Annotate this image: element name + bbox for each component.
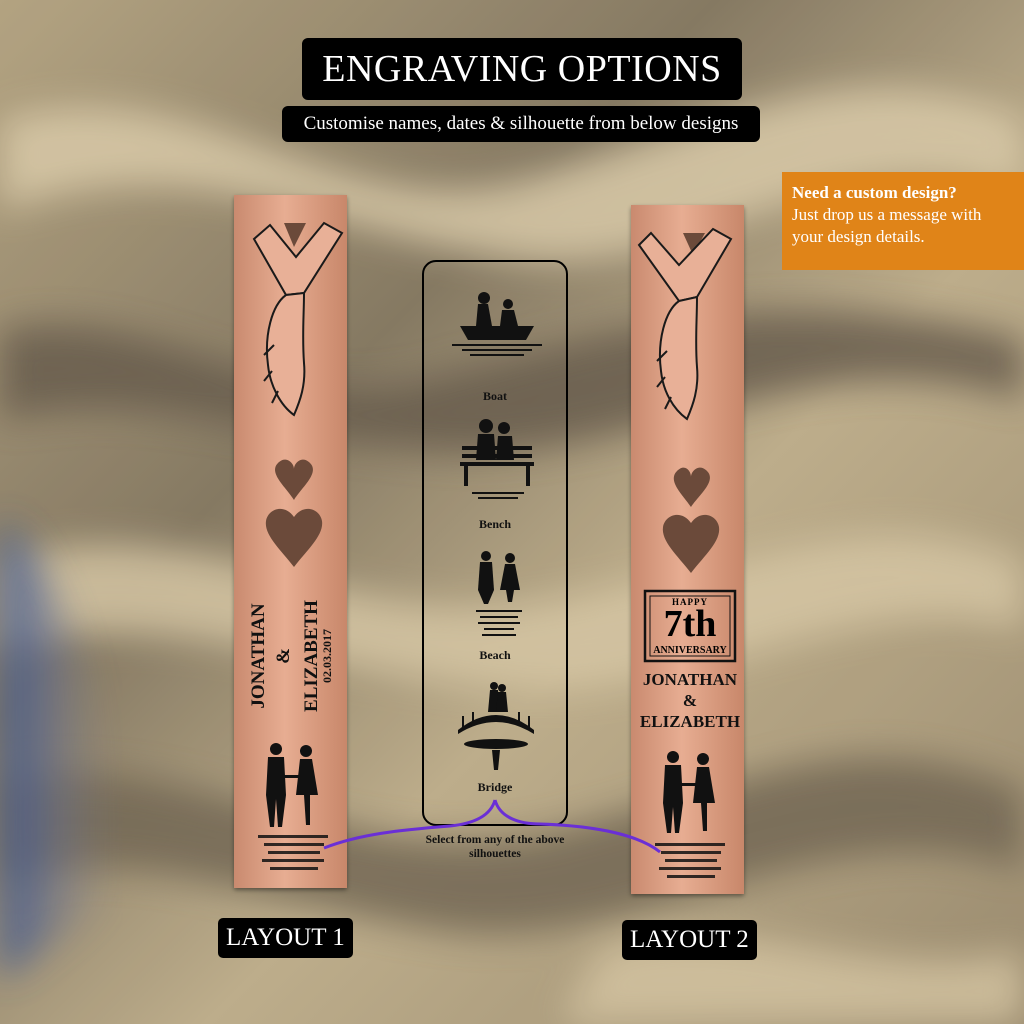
layout2-ampersand: & [682,691,698,710]
walking-couple-silhouette [663,751,715,833]
layout2-name-2: ELIZABETH [639,712,741,731]
holding-hands-icon [252,221,344,417]
anniversary-badge-main: 7th [663,603,717,645]
layout2-name-1: JONATHAN [642,670,738,689]
beach-silhouette-icon [476,551,522,636]
custom-note-body: Just drop us a message with your design … [792,205,982,246]
walking-couple-silhouette [266,743,318,827]
layout1-date: 02.03.2017 [320,629,334,683]
select-silhouette-note: Select from any of the above silhouettes [425,834,565,860]
small-heart-cutout [673,467,710,507]
holding-hands-icon [637,227,733,421]
bookmark-layout-1 [234,195,347,888]
anniversary-badge-top: HAPPY [672,597,708,607]
silhouette-icons [452,292,542,770]
layout1-ampersand: & [273,648,294,664]
page-subtitle: Customise names, dates & silhouette from… [282,106,760,142]
layout-2-label: LAYOUT 2 [622,920,757,960]
silhouette-label-bridge: Bridge [477,780,513,794]
custom-note-heading: Need a custom design? [792,183,957,202]
large-heart-cutout [662,514,720,573]
custom-design-note: Need a custom design? Just drop us a mes… [782,172,1024,270]
small-heart-cutout [275,459,313,500]
page-title: ENGRAVING OPTIONS [302,38,742,100]
anniversary-badge-frame [643,589,737,663]
bridge-silhouette-icon [458,682,534,770]
large-heart-cutout [265,508,323,567]
silhouette-label-boat: Boat [483,389,507,403]
bench-silhouette-icon [460,419,534,499]
bookmark-layout-2 [631,205,744,894]
silhouette-label-beach: Beach [479,648,511,662]
silhouette-label-bench: Bench [478,517,511,531]
anniversary-badge-bottom: ANNIVERSARY [653,645,727,656]
boat-silhouette-icon [452,292,542,356]
layout-1-label: LAYOUT 1 [218,918,353,958]
layout1-name-1: JONATHAN [248,603,269,709]
